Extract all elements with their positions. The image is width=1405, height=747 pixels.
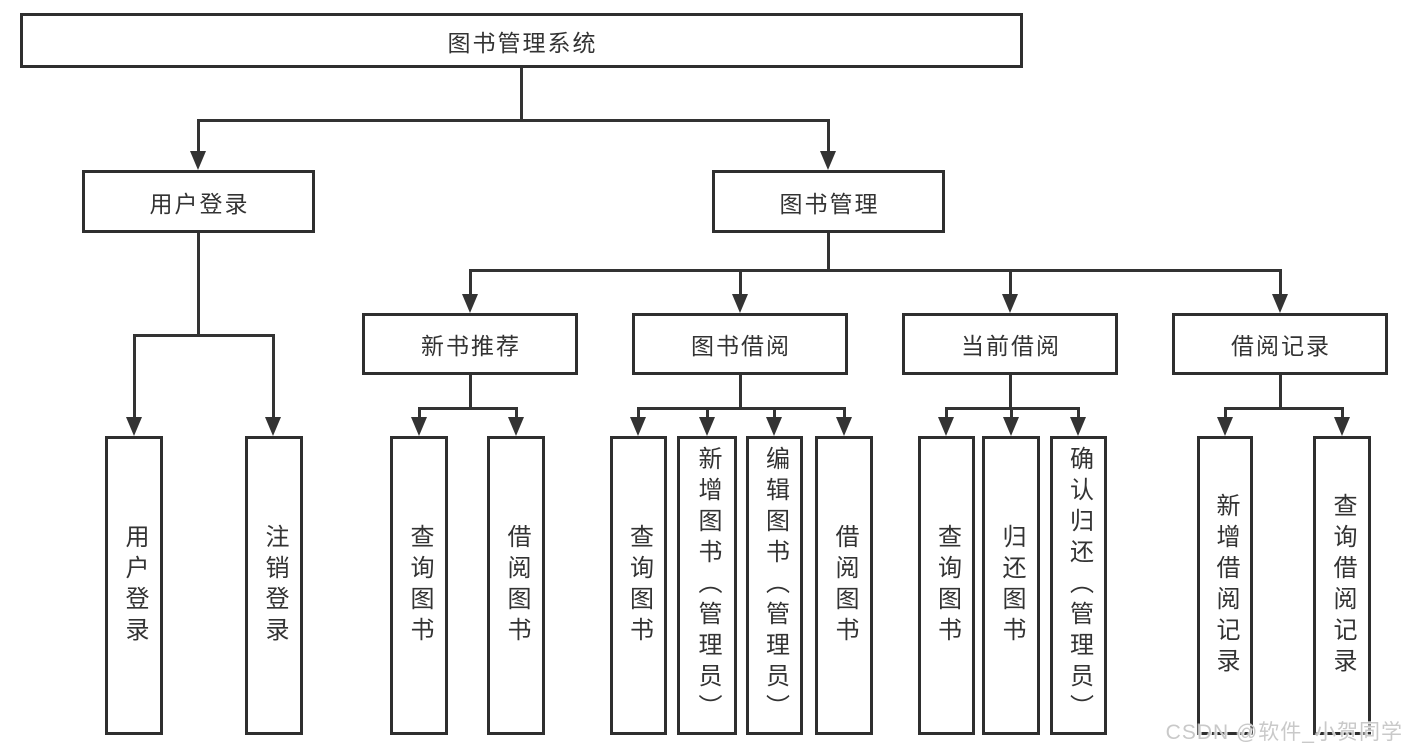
node-label: 注销登录 [261,523,288,648]
arrowhead-icon [732,294,748,313]
node-label: 图书管理 [779,190,880,217]
arrowhead-icon [938,417,954,436]
connector-stem [468,375,472,408]
arrowhead-icon [1217,417,1233,436]
connector-stem [826,233,830,270]
node-label: 图书借阅 [691,333,791,359]
node-label: 编辑图书（管理员） [761,446,789,725]
node-label: 当前借阅 [961,333,1061,359]
node-leaf-borrow-borrow-book: 借阅图书 [815,436,873,735]
node-leaf-rec-borrow-book: 借阅图书 [487,436,545,735]
node-user-login: 用户登录 [82,170,315,233]
node-label: 新增借阅记录 [1212,492,1239,679]
node-leaf-rec-query-book: 查询图书 [390,436,448,735]
connector-rail [417,406,518,410]
connector-stem [196,233,200,335]
connector-arrow-stem [636,408,640,422]
node-label: 查询图书 [933,523,961,648]
node-label: 借阅图书 [831,523,858,648]
node-label: 确认归还（管理员） [1065,446,1093,725]
connector-arrow-stem [842,408,846,422]
connector-rail [132,333,275,337]
node-label: 查询借阅记录 [1329,492,1356,679]
node-label: 查询图书 [625,523,653,648]
node-label: 用户登录 [121,523,148,648]
connector-arrow-stem [468,270,472,299]
connector-stem [1278,375,1282,408]
arrowhead-icon [411,417,427,436]
connector-arrow-stem [738,270,742,299]
connector-arrow-stem [826,120,830,156]
connector-arrow-stem [705,408,709,422]
node-leaf-record-query-record: 查询借阅记录 [1313,436,1371,735]
connector-stem [738,375,742,408]
arrowhead-icon [1002,294,1018,313]
connector-rail [1223,406,1344,410]
connector-arrow-stem [1076,408,1080,422]
connector-arrow-stem [196,120,200,156]
node-leaf-borrow-edit-book-admin: 编辑图书（管理员） [746,436,803,735]
node-leaf-logout: 注销登录 [245,436,303,735]
node-label: 新增图书（管理员） [694,446,721,725]
connector-rail [196,118,830,122]
connector-arrow-stem [514,408,518,422]
node-borrowing-records: 借阅记录 [1172,313,1388,375]
node-label: 新书推荐 [421,333,521,359]
arrowhead-icon [1334,417,1350,436]
node-leaf-user-login: 用户登录 [105,436,163,735]
arrowhead-icon [820,151,836,170]
arrowhead-icon [190,151,206,170]
connector-rail [636,406,846,410]
connector-stem [519,68,523,120]
connector-arrow-stem [1008,270,1012,299]
node-book-management: 图书管理 [712,170,945,233]
connector-arrow-stem [132,335,136,422]
arrowhead-icon [1003,417,1019,436]
node-book-borrowing: 图书借阅 [632,313,848,375]
connector-arrow-stem [1340,408,1344,422]
node-leaf-borrow-add-book-admin: 新增图书（管理员） [677,436,737,735]
connector-arrow-stem [944,408,948,422]
arrowhead-icon [766,417,782,436]
arrowhead-icon [630,417,646,436]
arrowhead-icon [699,417,715,436]
connector-rail [468,268,1282,272]
arrowhead-icon [1070,417,1086,436]
node-label: 借阅记录 [1231,333,1331,359]
arrowhead-icon [462,294,478,313]
node-leaf-record-add-record: 新增借阅记录 [1197,436,1253,735]
connector-arrow-stem [1223,408,1227,422]
node-label: 图书管理系统 [447,29,598,56]
node-leaf-current-query-book: 查询图书 [918,436,975,735]
node-label: 用户登录 [149,190,250,217]
arrowhead-icon [126,417,142,436]
connector-stem [1008,375,1012,408]
arrowhead-icon [508,417,524,436]
node-label: 借阅图书 [503,523,530,648]
node-leaf-current-return-book: 归还图书 [982,436,1040,735]
connector-arrow-stem [271,335,275,422]
node-leaf-borrow-query-book: 查询图书 [610,436,667,735]
csdn-watermark: CSDN @软件_小贺同学 [1165,721,1403,744]
connector-arrow-stem [1278,270,1282,299]
node-current-borrowing: 当前借阅 [902,313,1118,375]
node-label: 查询图书 [406,523,433,648]
node-root: 图书管理系统 [20,13,1023,68]
arrowhead-icon [836,417,852,436]
node-new-book-recommend: 新书推荐 [362,313,578,375]
connector-arrow-stem [772,408,776,422]
node-leaf-current-confirm-return-admin: 确认归还（管理员） [1050,436,1107,735]
arrowhead-icon [265,417,281,436]
arrowhead-icon [1272,294,1288,313]
connector-arrow-stem [1009,408,1013,422]
node-label: 归还图书 [998,523,1025,648]
connector-arrow-stem [417,408,421,422]
